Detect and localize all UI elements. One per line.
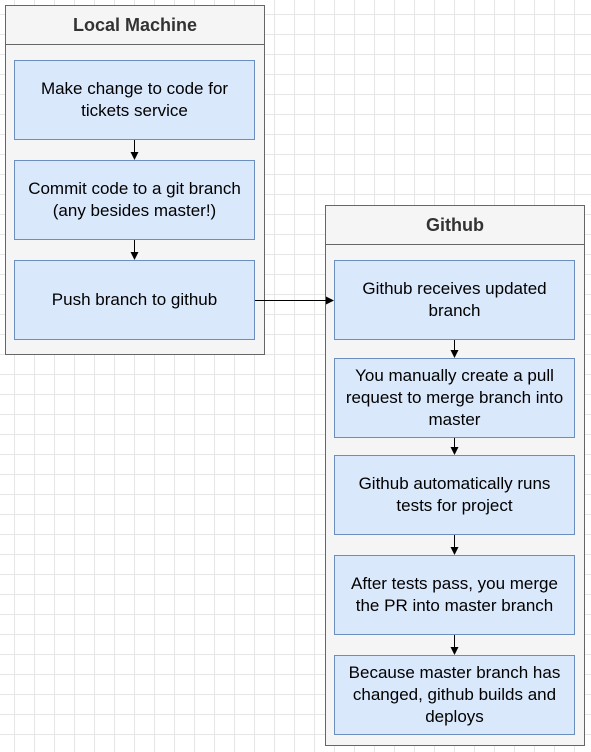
step-commit-code: Commit code to a git branch (any besides… bbox=[14, 160, 255, 240]
step-merge-pr: After tests pass, you merge the PR into … bbox=[334, 555, 575, 635]
local-machine-title: Local Machine bbox=[6, 6, 264, 45]
step-make-change: Make change to code for tickets service bbox=[14, 60, 255, 140]
step-create-pull-request: You manually create a pull request to me… bbox=[334, 358, 575, 438]
github-title: Github bbox=[326, 206, 584, 245]
step-run-tests: Github automatically runs tests for proj… bbox=[334, 455, 575, 535]
step-push-branch: Push branch to github bbox=[14, 260, 255, 340]
step-github-receives: Github receives updated branch bbox=[334, 260, 575, 340]
step-build-deploy: Because master branch has changed, githu… bbox=[334, 655, 575, 735]
